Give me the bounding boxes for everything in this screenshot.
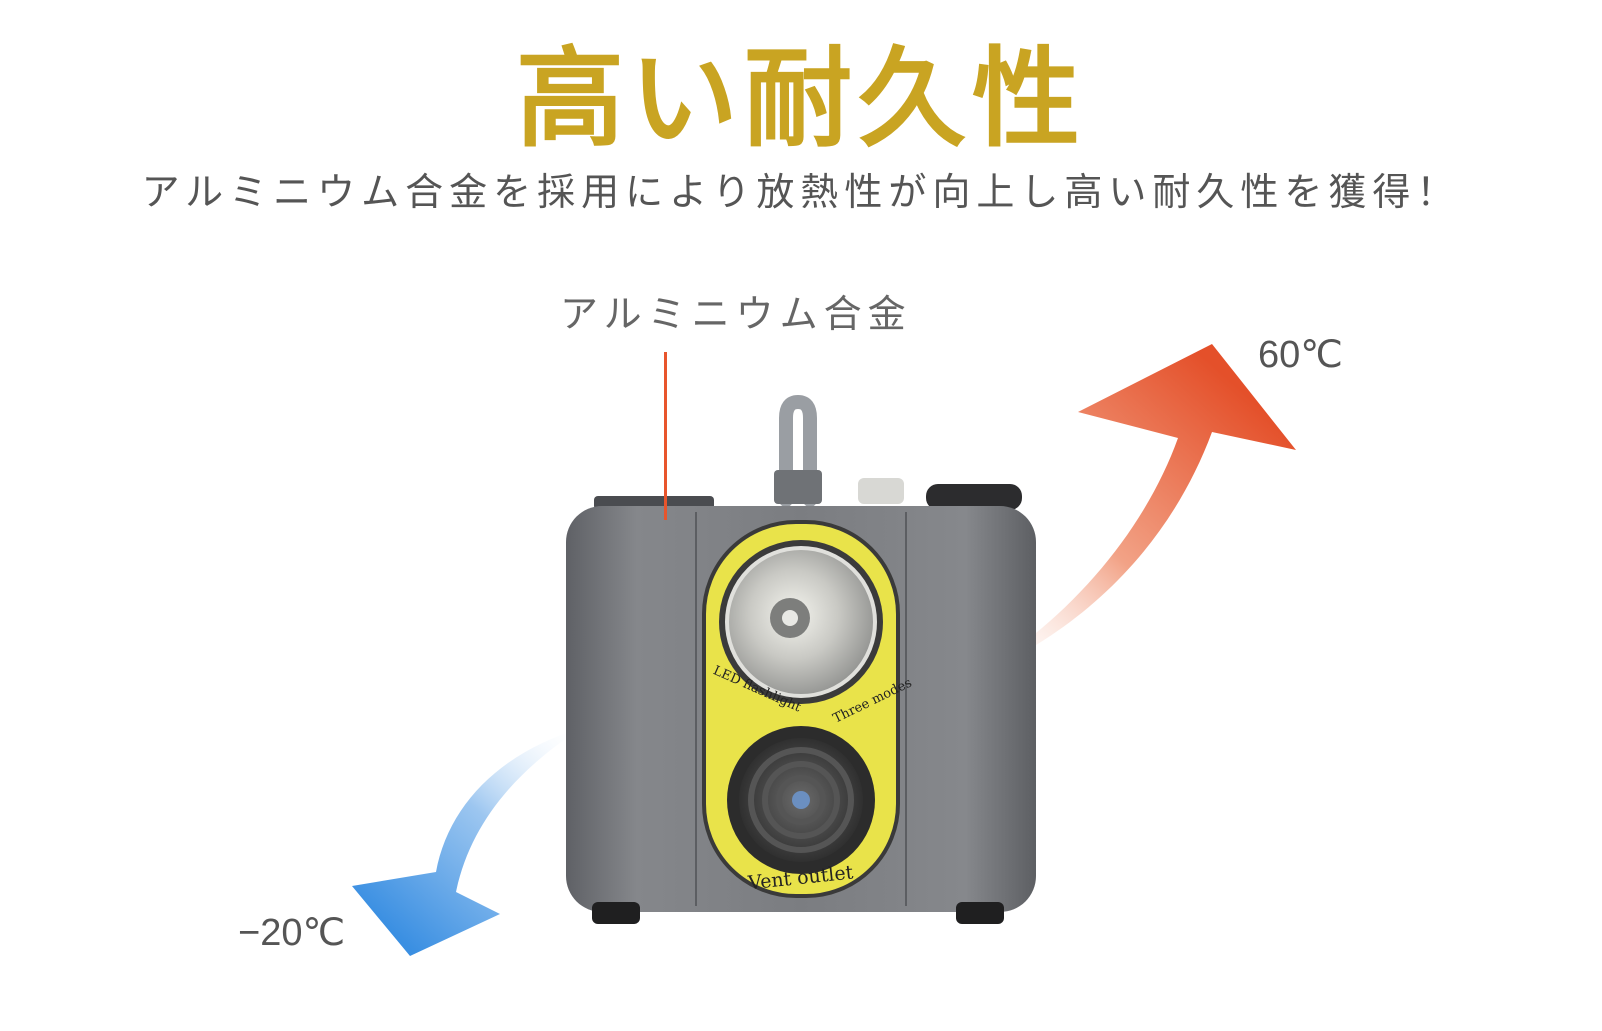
- page-title: 高い耐久性: [515, 37, 1086, 162]
- high-temperature-label: 60℃: [1258, 334, 1343, 376]
- device-foot-right: [956, 902, 1004, 924]
- callout-leader-line: [664, 352, 667, 520]
- page-subtitle: アルミニウム合金を採用により放熱性が向上し高い耐久性を獲得！: [141, 170, 1461, 214]
- handle: [774, 394, 822, 507]
- led-flashlight: [719, 540, 883, 704]
- device-foot-left: [592, 902, 640, 924]
- cold-air-arrow: [352, 728, 582, 956]
- top-port-cap: [926, 484, 1022, 510]
- hot-air-arrow: [972, 344, 1296, 678]
- top-knob: [858, 478, 904, 504]
- low-temperature-label: −20℃: [238, 912, 346, 954]
- material-callout-label: アルミニウム合金: [560, 292, 912, 336]
- vent-fan: [727, 726, 875, 874]
